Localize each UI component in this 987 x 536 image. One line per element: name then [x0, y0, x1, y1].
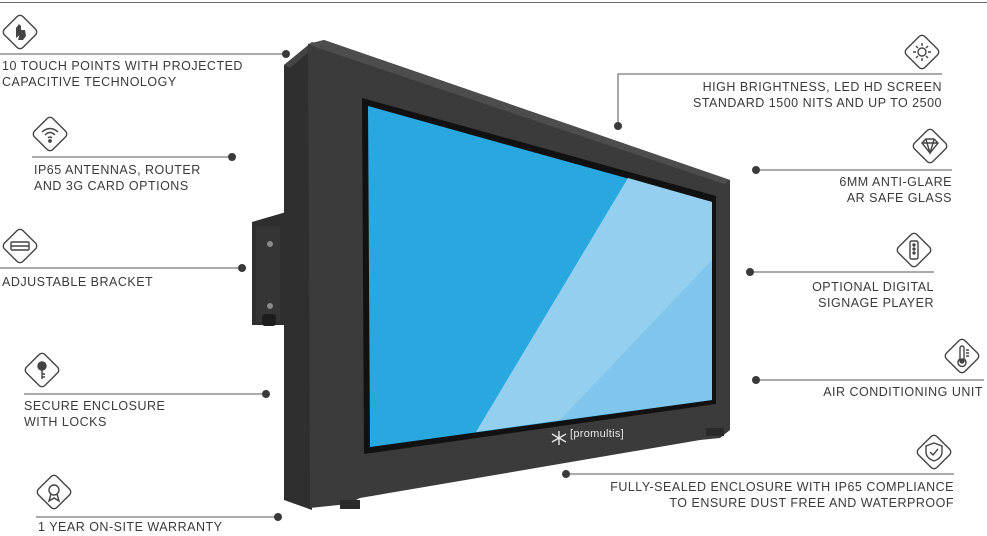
feature-aircon: AIR CONDITIONING UNIT [823, 384, 983, 400]
key-icon [24, 352, 60, 388]
bracket-icon [2, 228, 38, 264]
feature-antennas: IP65 ANTENNAS, ROUTER AND 3G CARD OPTION… [34, 162, 201, 194]
display-screen [362, 98, 716, 454]
feature-bracket: ADJUSTABLE BRACKET [2, 274, 153, 290]
award-ribbon-icon [36, 474, 72, 510]
leader-dots [228, 50, 760, 521]
feature-locks-line1: SECURE ENCLOSURE [24, 399, 166, 413]
feature-player: OPTIONAL DIGITAL SIGNAGE PLAYER [812, 279, 934, 311]
feature-glass-line1: 6MM ANTI-GLARE [839, 175, 952, 189]
feature-player-line1: OPTIONAL DIGITAL [812, 280, 934, 294]
feature-brightness-line2: STANDARD 1500 NITS AND UP TO 2500 [692, 96, 942, 110]
thermometer-icon [944, 338, 980, 374]
feature-touch-line2: CAPACITIVE TECHNOLOGY [2, 75, 177, 89]
feature-glass: 6MM ANTI-GLARE AR SAFE GLASS [839, 174, 952, 206]
feature-locks: SECURE ENCLOSURE WITH LOCKS [24, 398, 165, 430]
wifi-icon [32, 116, 68, 152]
feature-brightness: HIGH BRIGHTNESS, LED HD SCREEN STANDARD … [693, 79, 942, 111]
feature-brightness-line1: HIGH BRIGHTNESS, LED HD SCREEN [702, 80, 942, 94]
feature-locks-line2: WITH LOCKS [24, 415, 107, 429]
sun-icon [904, 34, 940, 70]
diamond-icon [912, 128, 948, 164]
leader-lines [0, 53, 984, 518]
feature-antennas-line1: IP65 ANTENNAS, ROUTER [34, 163, 201, 177]
media-player-icon [896, 232, 932, 268]
feature-bracket-line1: ADJUSTABLE BRACKET [2, 275, 154, 289]
feature-touch: 10 TOUCH POINTS WITH PROJECTED CAPACITIV… [2, 58, 243, 90]
feature-warranty-line1: 1 YEAR ON-SITE WARRANTY [38, 520, 223, 534]
feature-warranty: 1 YEAR ON-SITE WARRANTY [38, 519, 222, 535]
brand-name: [promultis] [570, 428, 625, 440]
feature-aircon-line1: AIR CONDITIONING UNIT [823, 385, 983, 399]
feature-glass-line2: AR SAFE GLASS [846, 191, 952, 205]
feature-sealed: FULLY-SEALED ENCLOSURE WITH IP65 COMPLIA… [610, 479, 954, 511]
feature-player-line2: SIGNAGE PLAYER [818, 296, 934, 310]
feature-antennas-line2: AND 3G CARD OPTIONS [34, 179, 189, 193]
feature-sealed-line1: FULLY-SEALED ENCLOSURE WITH IP65 COMPLIA… [610, 480, 954, 494]
touch-hand-icon [2, 14, 38, 50]
top-divider [0, 2, 987, 3]
feature-touch-line1: 10 TOUCH POINTS WITH PROJECTED [2, 59, 243, 73]
feature-sealed-line2: TO ENSURE DUST FREE AND WATERPROOF [669, 496, 954, 510]
brand-logo-icon [551, 431, 567, 445]
leader-brightness [617, 73, 942, 126]
shield-check-icon [916, 434, 952, 470]
